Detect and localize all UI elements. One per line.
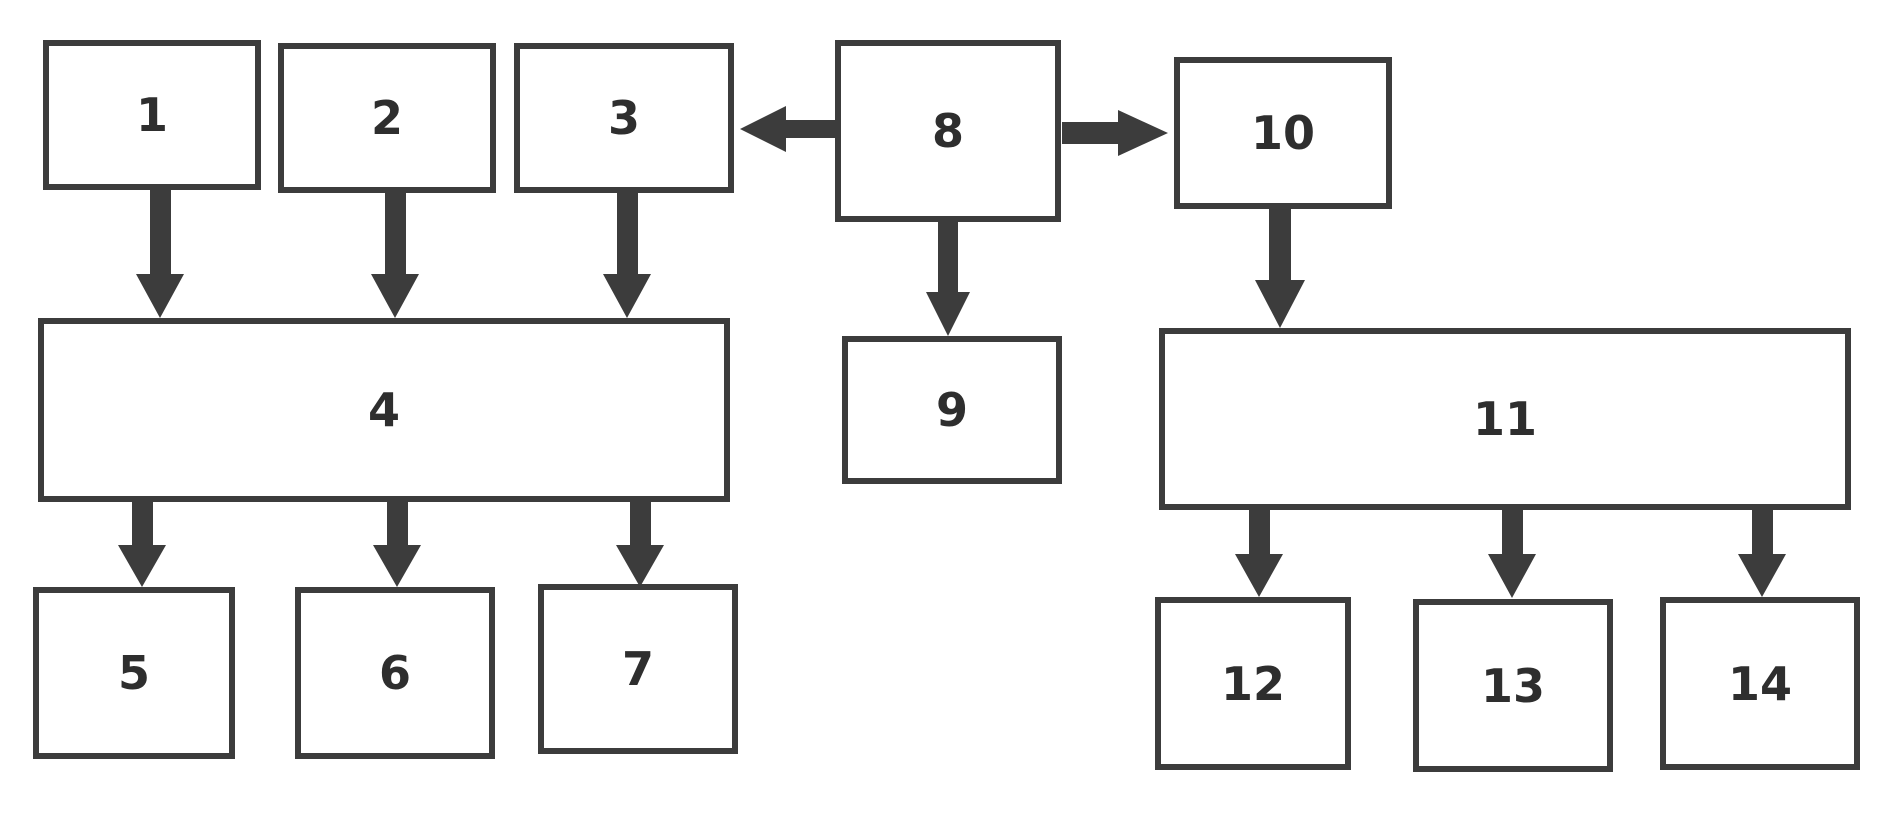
node-7: 7 — [538, 584, 738, 754]
arrow-11-to-14 — [1738, 508, 1786, 597]
arrow-4-to-5 — [118, 500, 166, 587]
node-4-label: 4 — [368, 387, 400, 433]
node-6-label: 6 — [379, 650, 411, 696]
node-10-label: 10 — [1251, 110, 1315, 156]
node-9: 9 — [842, 336, 1062, 484]
arrow-4-to-7 — [616, 500, 664, 587]
node-11: 11 — [1159, 328, 1851, 510]
node-1-label: 1 — [136, 92, 168, 138]
node-13: 13 — [1413, 599, 1613, 772]
node-12-label: 12 — [1221, 661, 1285, 707]
node-5: 5 — [33, 587, 235, 759]
arrow-8-to-3 — [740, 106, 838, 152]
node-3-label: 3 — [608, 95, 640, 141]
arrow-8-to-10 — [1062, 110, 1168, 156]
node-7-label: 7 — [622, 646, 654, 692]
arrow-8-to-9 — [926, 220, 970, 336]
node-11-label: 11 — [1473, 396, 1537, 442]
arrow-1-to-4 — [136, 188, 184, 318]
node-8-label: 8 — [932, 108, 964, 154]
node-12: 12 — [1155, 597, 1351, 770]
arrow-11-to-13 — [1488, 508, 1536, 598]
node-6: 6 — [295, 587, 495, 759]
arrow-11-to-12 — [1235, 508, 1283, 597]
node-5-label: 5 — [118, 650, 150, 696]
arrow-10-to-11 — [1255, 206, 1305, 328]
arrow-4-to-6 — [373, 500, 421, 587]
node-14-label: 14 — [1728, 661, 1792, 707]
node-3: 3 — [514, 43, 734, 193]
node-2-label: 2 — [371, 95, 403, 141]
arrow-3-to-4 — [603, 190, 651, 318]
node-10: 10 — [1174, 57, 1392, 209]
node-14: 14 — [1660, 597, 1860, 770]
node-1: 1 — [43, 40, 261, 190]
node-13-label: 13 — [1481, 663, 1545, 709]
arrow-2-to-4 — [371, 190, 419, 318]
node-2: 2 — [278, 43, 496, 193]
node-4: 4 — [38, 318, 730, 502]
node-9-label: 9 — [936, 387, 968, 433]
node-8: 8 — [835, 40, 1061, 222]
